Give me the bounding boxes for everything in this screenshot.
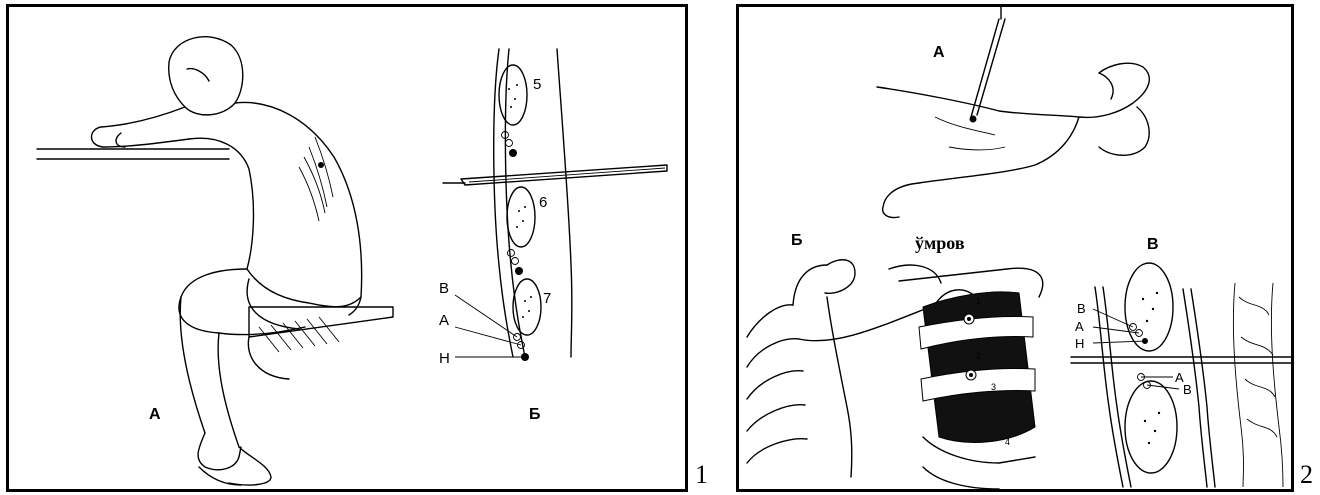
supine-patient-drawing (877, 7, 1149, 218)
fig2-vessel-lower-v: В (1183, 382, 1192, 397)
rib-7-label: 7 (543, 290, 551, 307)
vessel-label-n: Н (439, 350, 450, 367)
fig1-panel-a-label: А (149, 406, 161, 423)
fig2-vessel-upper-a: А (1075, 319, 1084, 334)
rib-number-4: 4 (1005, 437, 1010, 447)
vessel-label-v: В (439, 280, 449, 297)
rib-word-label: ўмров (915, 233, 965, 253)
fig2-panel-a-label: А (933, 44, 945, 61)
vessel-label-a: А (439, 312, 449, 329)
rib-5-label: 5 (533, 76, 541, 93)
figure-1-number: 1 (695, 460, 708, 490)
figure-1-panel: А 5 (6, 4, 688, 492)
fig2-vessel-upper-v: В (1077, 301, 1086, 316)
fig1-panel-b-label: Б (529, 406, 541, 423)
rib-6-label: 6 (539, 194, 547, 211)
figure-2-illustration: А Б ўмров 1 2 3 4 (739, 7, 1294, 492)
fig2-vessel-upper-n: Н (1075, 336, 1084, 351)
rib-number-1: 1 (976, 296, 981, 306)
figure-1-illustration: А 5 (9, 7, 688, 492)
rib-number-3: 3 (991, 382, 996, 392)
rib-number-2: 2 (976, 351, 981, 361)
rib-cage-drawing (747, 260, 1043, 489)
figure-2-panel: А Б ўмров 1 2 3 4 (736, 4, 1294, 492)
seated-patient-drawing (37, 37, 393, 485)
fig2-panel-b-label: Б (791, 232, 803, 249)
figure-2-number: 2 (1300, 460, 1313, 490)
intercostal-section-drawing (443, 49, 667, 361)
fig2-panel-v-label: В (1147, 236, 1159, 253)
